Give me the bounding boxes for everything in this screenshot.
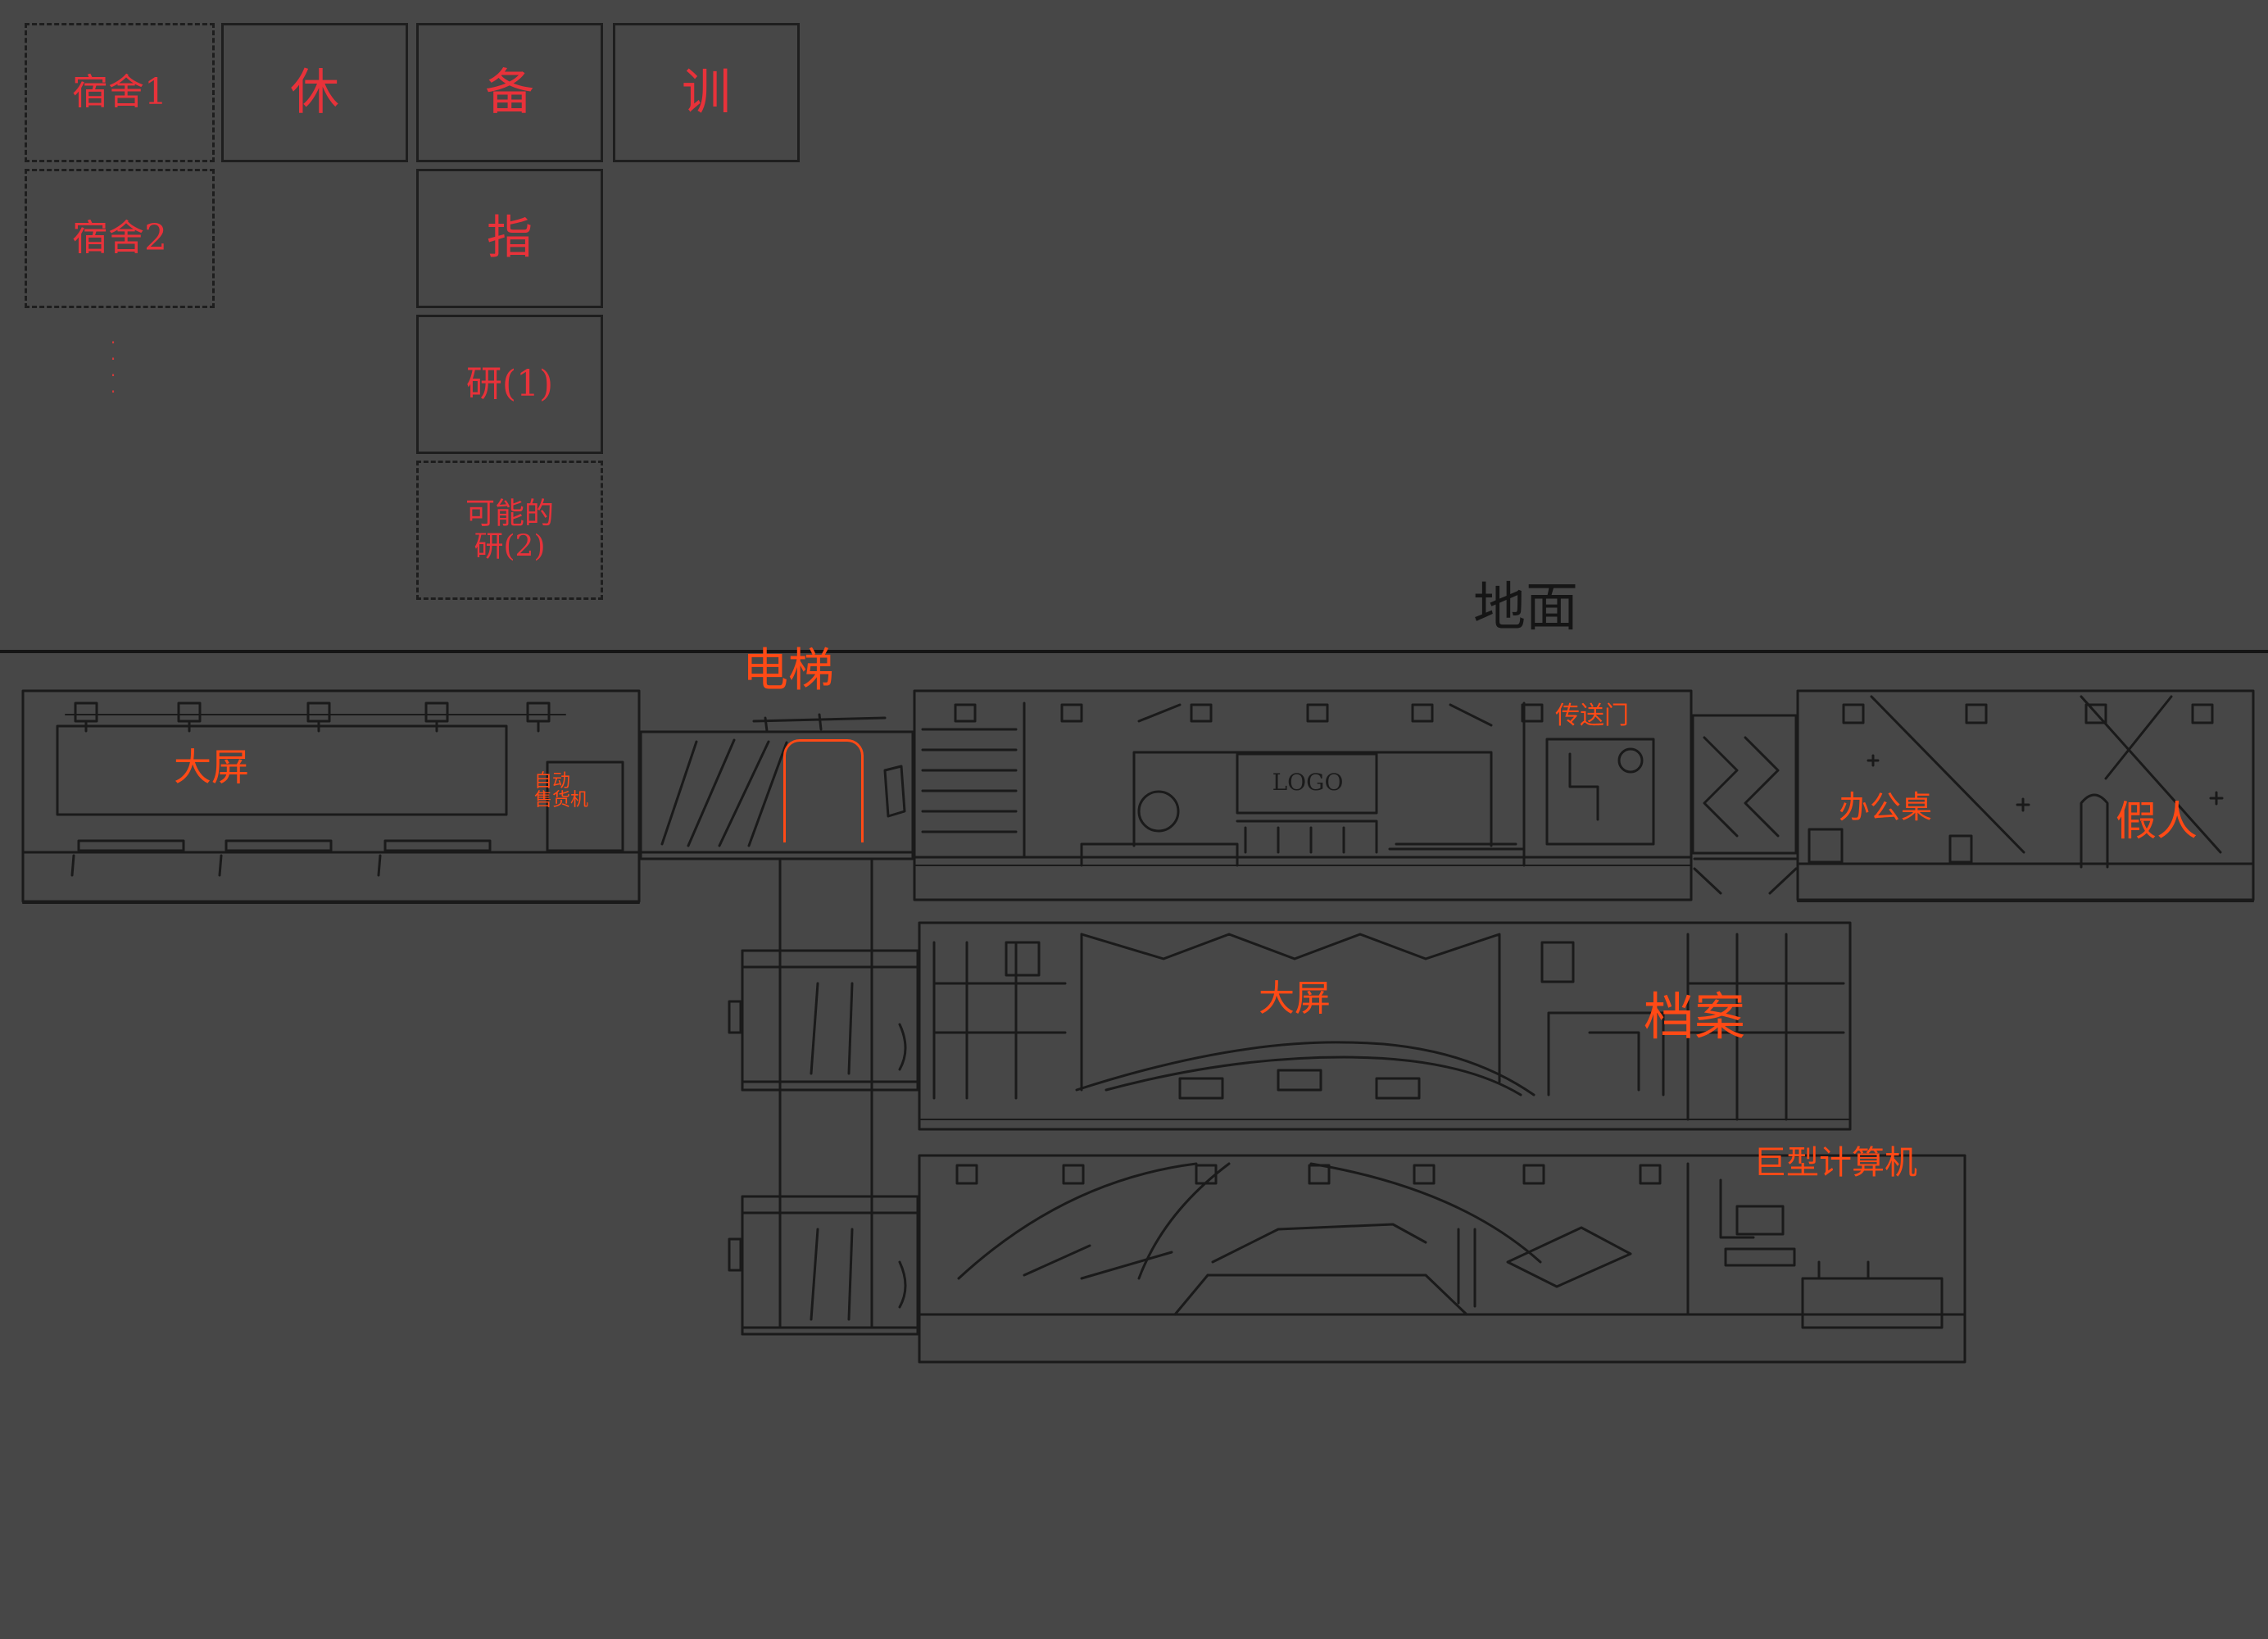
office-desk (1950, 836, 1971, 862)
label-archive: 档案 (1644, 990, 1745, 1043)
training-dummy (2081, 795, 2107, 867)
hall-connector (1693, 715, 1796, 893)
label-vending: 自动 售货机 (534, 772, 588, 810)
label-elevator: 电梯 (742, 647, 834, 696)
elevator-car-b2 (729, 951, 918, 1090)
label-office-desk: 办公桌 (1839, 792, 1932, 824)
lobby-benches (70, 841, 495, 875)
label-supercomputer: 巨型计算机 (1753, 1146, 1917, 1180)
lobby-big-screen (57, 726, 506, 815)
label-big-screen-1: 大屏 (174, 747, 249, 787)
label-dummy: 假人 (2116, 800, 2198, 843)
archive-lamp-right (1542, 942, 1573, 982)
supercomputer-lamps (957, 1165, 1660, 1183)
label-logo: LOGO (1242, 769, 1373, 796)
label-portal: 传送门 (1555, 703, 1629, 729)
archive-lamp-left (1006, 942, 1039, 975)
elevator-car-b3 (729, 1196, 918, 1334)
elevator-door-outline (783, 739, 864, 842)
supercomputer-hall (919, 1155, 1965, 1362)
portal (1547, 739, 1653, 844)
elevator-area (641, 715, 913, 1328)
label-big-screen-2: 大屏 (1259, 980, 1331, 1018)
supercomputer-monitor (1737, 1206, 1783, 1234)
